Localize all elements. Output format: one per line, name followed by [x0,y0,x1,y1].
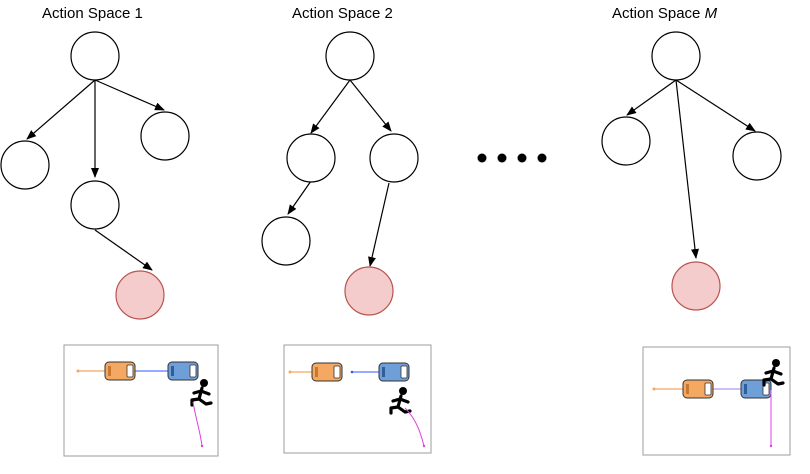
car-icon [167,361,199,381]
car-icon [740,379,772,399]
tree-node [0,140,50,190]
panel-title-m: Action Space M [612,5,718,22]
ellipsis-dots [477,153,547,163]
scene-m [642,346,791,456]
panel-title-1: Action Space 1 [42,5,143,22]
tree-2 [261,31,419,316]
edge [94,79,165,111]
tree-node [286,133,336,183]
edge [626,79,677,116]
edge [26,79,96,140]
root-node [70,31,120,81]
car-icon [104,361,136,381]
edge [310,79,351,134]
panel-title-m-italic: M [705,5,718,22]
goal-node [671,261,721,311]
edge [287,180,312,215]
edge [94,229,153,271]
panel-title-2: Action Space 2 [292,5,393,22]
pedestrian-icon [190,379,213,407]
pedestrian-path [192,401,203,447]
edge [675,79,756,132]
edge [349,79,392,132]
tree-node [732,131,782,181]
edge [368,182,390,267]
scene-1 [63,344,219,457]
tree-node [261,216,311,266]
panel-title-m-text: Action Space [612,5,705,22]
root-node [325,31,375,81]
tree-1 [0,31,190,320]
tree-node [601,116,651,166]
goal-node [115,270,165,320]
scene-frame [283,344,432,454]
goal-node [344,266,394,316]
pedestrian-icon [762,359,785,387]
scene-frame [642,346,791,456]
root-node [651,31,701,81]
pedestrian-path [404,407,425,447]
edge [675,79,699,259]
scene-2 [283,344,432,454]
tree-node [140,111,190,161]
tree-m [601,31,782,311]
car-icon [311,362,343,382]
tree-node [70,180,120,230]
tree-node [369,133,419,183]
car-icon [682,379,714,399]
car-icon [378,362,410,382]
pedestrian-icon [389,387,412,415]
